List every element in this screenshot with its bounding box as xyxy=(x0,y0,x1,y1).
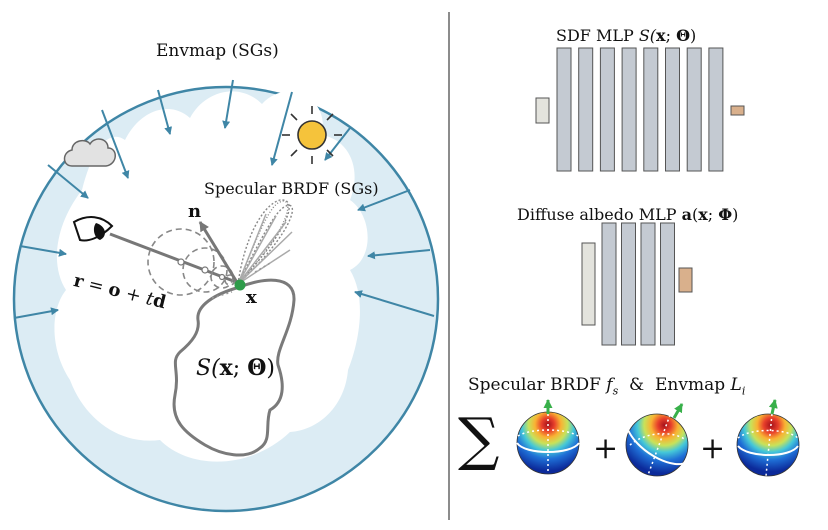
sdf-mlp-output-node xyxy=(730,105,745,116)
sdf-mlp-layer-7 xyxy=(686,47,702,172)
sg-sphere-2 xyxy=(625,403,689,477)
sdf-mlp-network xyxy=(535,47,745,172)
sdf-mlp-layer-6 xyxy=(665,47,680,172)
albedo-mlp-layer-2 xyxy=(621,222,636,346)
albedo-mlp-output-node xyxy=(678,267,693,293)
albedo-mlp-network xyxy=(581,222,693,346)
specular-envmap-label: Specular BRDF fs & Envmap Li xyxy=(468,375,746,398)
eye-icon xyxy=(72,216,114,242)
sdf-mlp-layer-2 xyxy=(578,47,594,172)
sdf-mlp-layer-3 xyxy=(599,47,615,172)
sdf-mlp-layer-5 xyxy=(643,47,659,172)
surface-point xyxy=(234,279,246,291)
albedo-mlp-layer-1 xyxy=(601,222,617,346)
sg-sphere-3 xyxy=(736,399,800,477)
sdf-mlp-layer-1 xyxy=(556,47,572,172)
albedo-mlp-input-node xyxy=(581,242,596,326)
specular-brdf-sg-label: Specular BRDF (SGs) xyxy=(204,179,379,198)
sdf-mlp-input-node xyxy=(535,97,550,124)
small-dotted-marks xyxy=(211,261,273,299)
plus-sign-2: + xyxy=(700,431,726,466)
sun-icon xyxy=(282,106,342,164)
sdf-surface-curve xyxy=(172,278,296,457)
albedo-mlp-label: Diffuse albedo MLP a(x; Φ) xyxy=(517,205,739,224)
view-ray xyxy=(109,232,237,284)
summation-symbol: ∑ xyxy=(458,405,500,473)
plus-sign-1: + xyxy=(593,431,619,466)
sdf-surface-label: S(x; Θ) xyxy=(196,355,275,381)
point-label: x xyxy=(246,287,257,308)
tracing-step-points xyxy=(177,258,226,281)
envmap-label: Envmap (SGs) xyxy=(156,41,279,61)
incoming-light-arrows xyxy=(13,79,435,319)
sdf-mlp-layer-4 xyxy=(621,47,637,172)
cloud-icon xyxy=(63,138,116,167)
albedo-mlp-layer-3 xyxy=(640,222,656,346)
normal-label: n xyxy=(188,201,202,222)
normal-arrow xyxy=(198,221,240,285)
sdf-mlp-layer-8 xyxy=(708,47,724,172)
sdf-mlp-label: SDF MLP S(x; Θ) xyxy=(556,26,697,45)
sg-sphere-1 xyxy=(516,399,580,475)
albedo-mlp-layer-4 xyxy=(660,222,675,346)
specular-lobe xyxy=(237,199,293,287)
